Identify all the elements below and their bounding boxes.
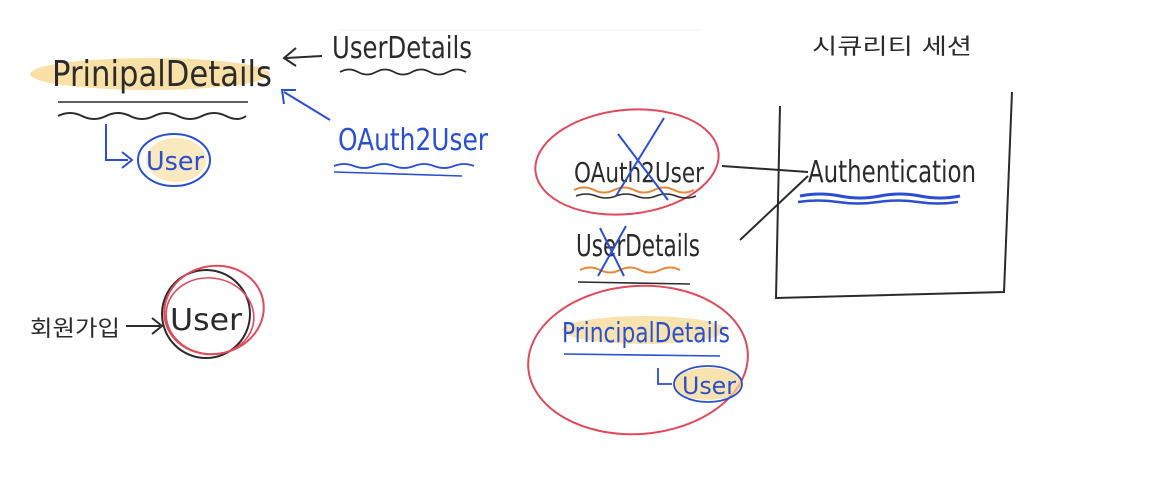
user-circle-red-inner xyxy=(165,277,255,355)
arrow-userdetails-to-principal xyxy=(282,47,323,67)
authentication-label: Authentication xyxy=(808,155,976,190)
oauth2-user-red-circle xyxy=(534,108,720,216)
oauth2-user-underline-left xyxy=(333,163,475,169)
user-highlight-left xyxy=(146,138,206,182)
oauth2-user-black-underline xyxy=(575,193,697,199)
principal-details-underline-right xyxy=(563,353,721,357)
principal-details-label-right: PrincipalDetails xyxy=(562,316,730,349)
user-circle-black xyxy=(161,269,251,359)
authentication-underline xyxy=(797,192,961,205)
user-circle-left xyxy=(137,133,211,187)
principal-details-highlight xyxy=(30,58,270,90)
oauth2-user-label-left: OAuth2User xyxy=(338,123,489,158)
connector-oauth2-to-auth xyxy=(721,165,809,173)
oauth2-user-orange-underline xyxy=(573,186,695,194)
user-highlight-right xyxy=(674,368,742,400)
arrow-principal-to-user xyxy=(105,124,134,169)
arrow-oauth2user-to-principal xyxy=(280,89,331,121)
principal-details-red-circle xyxy=(527,284,749,436)
oauth2-user-underline2-left xyxy=(333,171,463,177)
user-label-left: User xyxy=(146,147,204,177)
user-details-black-underline xyxy=(577,281,691,285)
user-label-black: User xyxy=(170,303,243,338)
session-box xyxy=(774,91,1013,300)
connector-userdetails-to-auth xyxy=(739,175,809,241)
user-details-cross xyxy=(597,225,627,277)
user-circle-right xyxy=(673,365,743,403)
user-details-underline xyxy=(339,68,467,76)
principal-details-highlight-right xyxy=(562,316,726,344)
oauth2-user-cross xyxy=(615,117,669,201)
principal-details-underline xyxy=(57,112,247,120)
security-session-label: 시큐리티 세션 xyxy=(812,35,972,60)
arrow-principal-to-user-right xyxy=(657,368,672,385)
arrow-signup-to-user xyxy=(126,317,164,335)
user-details-label: UserDetails xyxy=(332,31,472,66)
signup-label: 회원가입 xyxy=(30,317,120,342)
user-details-label-right: UserDetails xyxy=(576,229,700,264)
principal-details-label: PrinipalDetails xyxy=(52,54,272,95)
user-details-orange-underline xyxy=(579,266,681,274)
user-label-right: User xyxy=(682,372,736,400)
